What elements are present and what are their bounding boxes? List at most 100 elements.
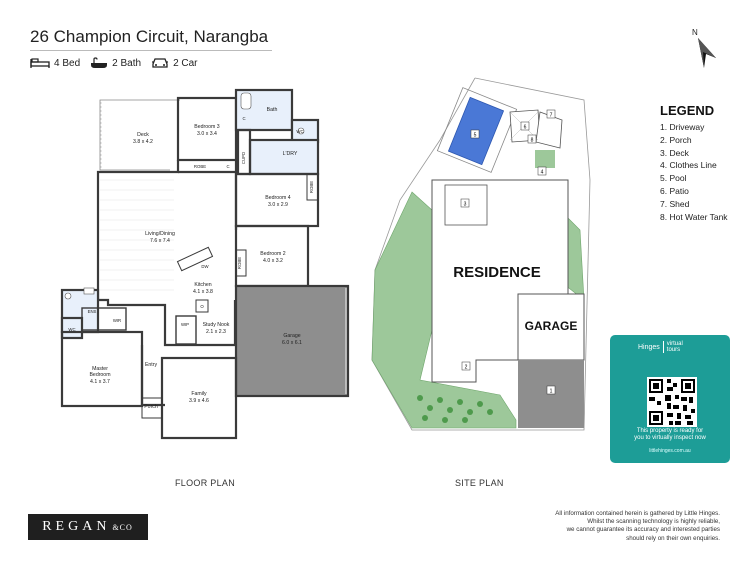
wc-ens-name: WC: [68, 327, 75, 332]
north-label: N: [692, 28, 698, 37]
property-address: 26 Champion Circuit, Narangba: [30, 27, 269, 46]
car-icon: [152, 58, 169, 68]
disclaimer-line: All information contained herein is gath…: [555, 510, 720, 517]
living-name: Living/Dining: [145, 231, 175, 237]
hinges-logo: Hinges virtual tours: [638, 341, 683, 353]
hinges-brand: Hinges: [638, 343, 660, 351]
marker-7: 7: [550, 113, 553, 119]
site-plan-label: SITE PLAN: [455, 478, 504, 488]
study-name: Study Nook: [203, 322, 230, 328]
bath-name: Bath: [267, 107, 278, 113]
laundry-name: L'DRY: [283, 151, 298, 157]
bed-icon: [30, 58, 50, 68]
marker-8: 8: [531, 138, 534, 144]
legend-item: 7. Shed: [660, 198, 690, 209]
living-size: 7.6 x 7.4: [150, 238, 170, 244]
qr-code-icon[interactable]: [647, 377, 697, 427]
vt-tag2: tours: [666, 347, 681, 353]
deck-outline: [99, 99, 180, 171]
bathtub-icon: [91, 57, 108, 68]
marker-4: 4: [541, 170, 544, 176]
wir-name: WIR: [113, 318, 121, 323]
cars-label: 2 Car: [173, 57, 198, 69]
bedroom3-size: 3.0 x 3.4: [197, 131, 217, 137]
legend-item: 2. Porch: [660, 134, 692, 145]
master-name-line1: Master: [92, 366, 108, 372]
cars-feature: 2 Car: [151, 57, 198, 69]
family-size: 3.9 x 4.6: [189, 398, 209, 404]
study-size: 2.1 x 2.3: [206, 329, 226, 335]
robe-b2-name: ROBE: [237, 257, 242, 269]
legend: LEGEND 1. Driveway 2. Porch 3. Deck 4. C…: [660, 103, 750, 223]
c2-name: C: [226, 164, 229, 169]
bedroom4-size: 3.0 x 2.9: [268, 202, 288, 208]
disclaimer: All information contained herein is gath…: [480, 510, 720, 543]
legend-item: 1. Driveway: [660, 122, 705, 132]
robe-b3-name: ROBE: [194, 164, 206, 169]
lot-boundary: [371, 77, 591, 431]
residence-label: RESIDENCE: [453, 264, 541, 281]
disclaimer-line: we cannot guarantee its accuracy and int…: [566, 526, 720, 534]
site-garage-label: GARAGE: [525, 319, 578, 333]
cupd-name: CUPD: [241, 152, 246, 164]
marker-5: 5: [474, 133, 477, 139]
marker-2: 2: [465, 365, 468, 371]
wip-name: WIP: [181, 322, 189, 327]
beds-label: 4 Bed: [54, 57, 81, 69]
family-name: Family: [191, 391, 207, 397]
bedroom2-name: Bedroom 2: [260, 251, 285, 257]
title-divider: [30, 50, 272, 51]
agency-amp: &CO: [112, 522, 133, 532]
deck-size: 3.8 x 4.2: [133, 139, 153, 145]
kitchen-size: 4.1 x 3.8: [193, 289, 213, 295]
garage-name: Garage: [283, 333, 300, 339]
virtual-tour-url[interactable]: littlehinges.com.au: [649, 448, 691, 454]
disclaimer-line: should rely on their own enquiries.: [626, 534, 720, 542]
c1-name: C: [242, 116, 245, 121]
marker-6: 6: [524, 125, 527, 131]
legend-item: 3. Deck: [660, 147, 689, 158]
master-name-line2: Bedroom: [89, 372, 110, 378]
kitchen-island: [176, 246, 214, 272]
bedroom3-name: Bedroom 3: [194, 124, 219, 130]
laundry-walls: [248, 138, 320, 176]
ens-name: ENS: [88, 309, 97, 314]
agency-name: REGAN: [42, 519, 111, 534]
dw-name: DW: [201, 264, 209, 269]
beds-feature: 4 Bed: [30, 57, 80, 69]
kitchen-name: Kitchen: [194, 282, 211, 288]
porch-name: Porch: [144, 404, 158, 410]
pantry-o-name: O: [200, 304, 204, 309]
floor-plan-label: FLOOR PLAN: [175, 478, 236, 488]
master-size: 4.1 x 3.7: [90, 379, 110, 385]
legend-item: 5. Pool: [660, 173, 687, 184]
deck-name: Deck: [137, 132, 149, 138]
garage-walls: [234, 284, 350, 398]
entry-name: Entry: [145, 362, 158, 368]
wc-upper-name: WC: [296, 129, 303, 134]
baths-label: 2 Bath: [112, 57, 142, 69]
bedroom4-name: Bedroom 4: [265, 195, 290, 201]
marker-3: 3: [464, 202, 467, 208]
bathtub-fixture: [240, 92, 252, 110]
virtual-tours-tag: virtual tours: [662, 341, 683, 353]
disclaimer-line: Whilst the scanning technology is highly…: [587, 518, 720, 526]
virtual-tour-text: This property is ready for you to virtua…: [616, 428, 724, 442]
vt-line2: you to virtually inspect now: [634, 435, 706, 441]
living-walls: [96, 160, 237, 347]
legend-item: 8. Hot Water Tank: [660, 211, 728, 222]
legend-item: 6. Patio: [660, 185, 689, 196]
legend-item: 4. Clothes Line: [660, 160, 717, 171]
vt-tag1: virtual: [666, 341, 683, 347]
garage-size: 6.0 x 6.1: [282, 340, 302, 346]
toilet-fixture: [297, 127, 305, 135]
legend-title: LEGEND: [660, 103, 715, 118]
property-features: 4 Bed 2 Bath 2 Car: [30, 57, 208, 69]
virtual-tour-card[interactable]: Hinges virtual tours This property is re…: [610, 335, 730, 463]
robe-b4-name: ROBE: [309, 181, 314, 193]
marker-1: 1: [550, 389, 553, 395]
bedroom2-size: 4.0 x 3.2: [263, 258, 283, 264]
agency-logo: REGAN &CO: [28, 514, 148, 540]
